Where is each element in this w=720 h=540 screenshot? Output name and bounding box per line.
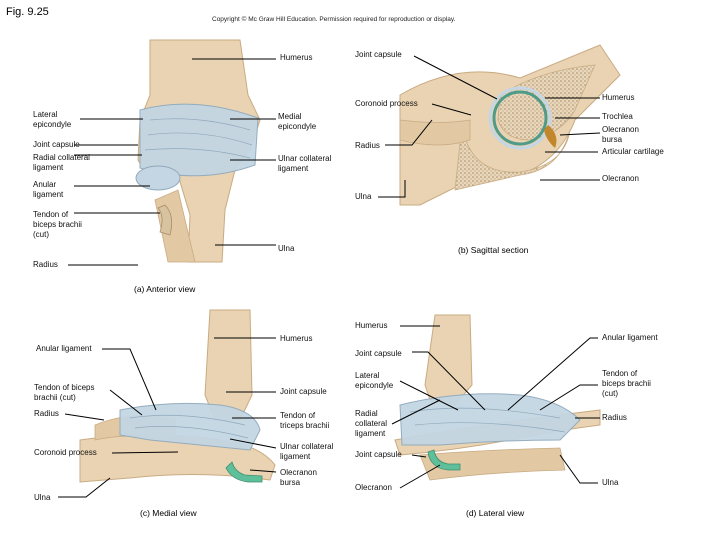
caption-anterior-view: (a) Anterior view [134, 284, 196, 294]
label-c-tendon-triceps: Tendon of triceps brachii [280, 411, 330, 430]
figure-number: Fig. 9.25 [6, 6, 49, 18]
caption-lateral-view: (d) Lateral view [466, 508, 525, 518]
label-c-olecranon-bursa: Olecranon bursa [280, 468, 317, 487]
label-b-olecranon: Olecranon [602, 174, 639, 183]
label-c-radius: Radius [34, 409, 59, 418]
label-d-humerus: Humerus [355, 321, 388, 330]
label-a-joint-capsule: Joint capsule [33, 140, 80, 149]
label-a-radius: Radius [33, 260, 58, 269]
caption-medial-view: (c) Medial view [140, 508, 197, 518]
label-b-articular-cartilage: Articular cartilage [602, 147, 664, 156]
label-d-radius: Radius [602, 413, 627, 422]
copyright-notice: Copyright © Mc Graw Hill Education. Perm… [212, 16, 456, 23]
label-a-radial-collateral-ligament: Radial collateral ligament [33, 153, 90, 172]
label-a-humerus: Humerus [280, 53, 313, 62]
label-c-coronoid-process: Coronoid process [34, 448, 97, 457]
label-d-joint-capsule-top: Joint capsule [355, 349, 402, 358]
label-d-joint-capsule-bottom: Joint capsule [355, 450, 402, 459]
label-a-tendon-biceps: Tendon of biceps brachii (cut) [33, 210, 82, 239]
label-a-ulna: Ulna [278, 244, 295, 253]
label-d-ulna: Ulna [602, 478, 619, 487]
caption-sagittal-section: (b) Sagittal section [458, 245, 529, 255]
medial-view-illustration [79, 309, 276, 483]
label-c-tendon-biceps: Tendon of biceps brachii (cut) [34, 383, 95, 402]
label-d-tendon-biceps: Tendon of biceps brachii (cut) [602, 369, 651, 398]
label-b-radius: Radius [355, 141, 380, 150]
label-a-ulnar-collateral-ligament: Ulnar collateral ligament [278, 154, 332, 173]
label-c-anular-ligament: Anular ligament [36, 344, 92, 353]
label-a-lateral-epicondyle: Lateral epicondyle [33, 110, 72, 129]
label-b-trochlea: Trochlea [602, 112, 633, 121]
label-c-ulna: Ulna [34, 493, 51, 502]
label-d-lateral-epicondyle: Lateral epicondyle [355, 371, 394, 390]
label-b-coronoid-process: Coronoid process [355, 99, 418, 108]
label-d-radial-collateral-ligament: Radial collateral ligament [355, 409, 388, 438]
label-a-medial-epicondyle: Medial epicondyle [278, 112, 317, 131]
sagittal-section-illustration [399, 44, 621, 206]
label-c-humerus: Humerus [280, 334, 313, 343]
label-d-anular-ligament: Anular ligament [602, 333, 658, 342]
label-c-ulnar-collateral-ligament: Ulnar collateral ligament [280, 442, 334, 461]
label-b-ulna: Ulna [355, 192, 372, 201]
label-b-joint-capsule: Joint capsule [355, 50, 402, 59]
label-d-olecranon: Olecranon [355, 483, 392, 492]
label-b-olecranon-bursa: Olecranon bursa [602, 125, 639, 144]
label-c-joint-capsule: Joint capsule [280, 387, 327, 396]
lateral-view-illustration [394, 314, 601, 481]
anterior-view-illustration [135, 39, 261, 263]
label-a-anular-ligament: Anular ligament [33, 180, 64, 199]
label-b-humerus: Humerus [602, 93, 635, 102]
